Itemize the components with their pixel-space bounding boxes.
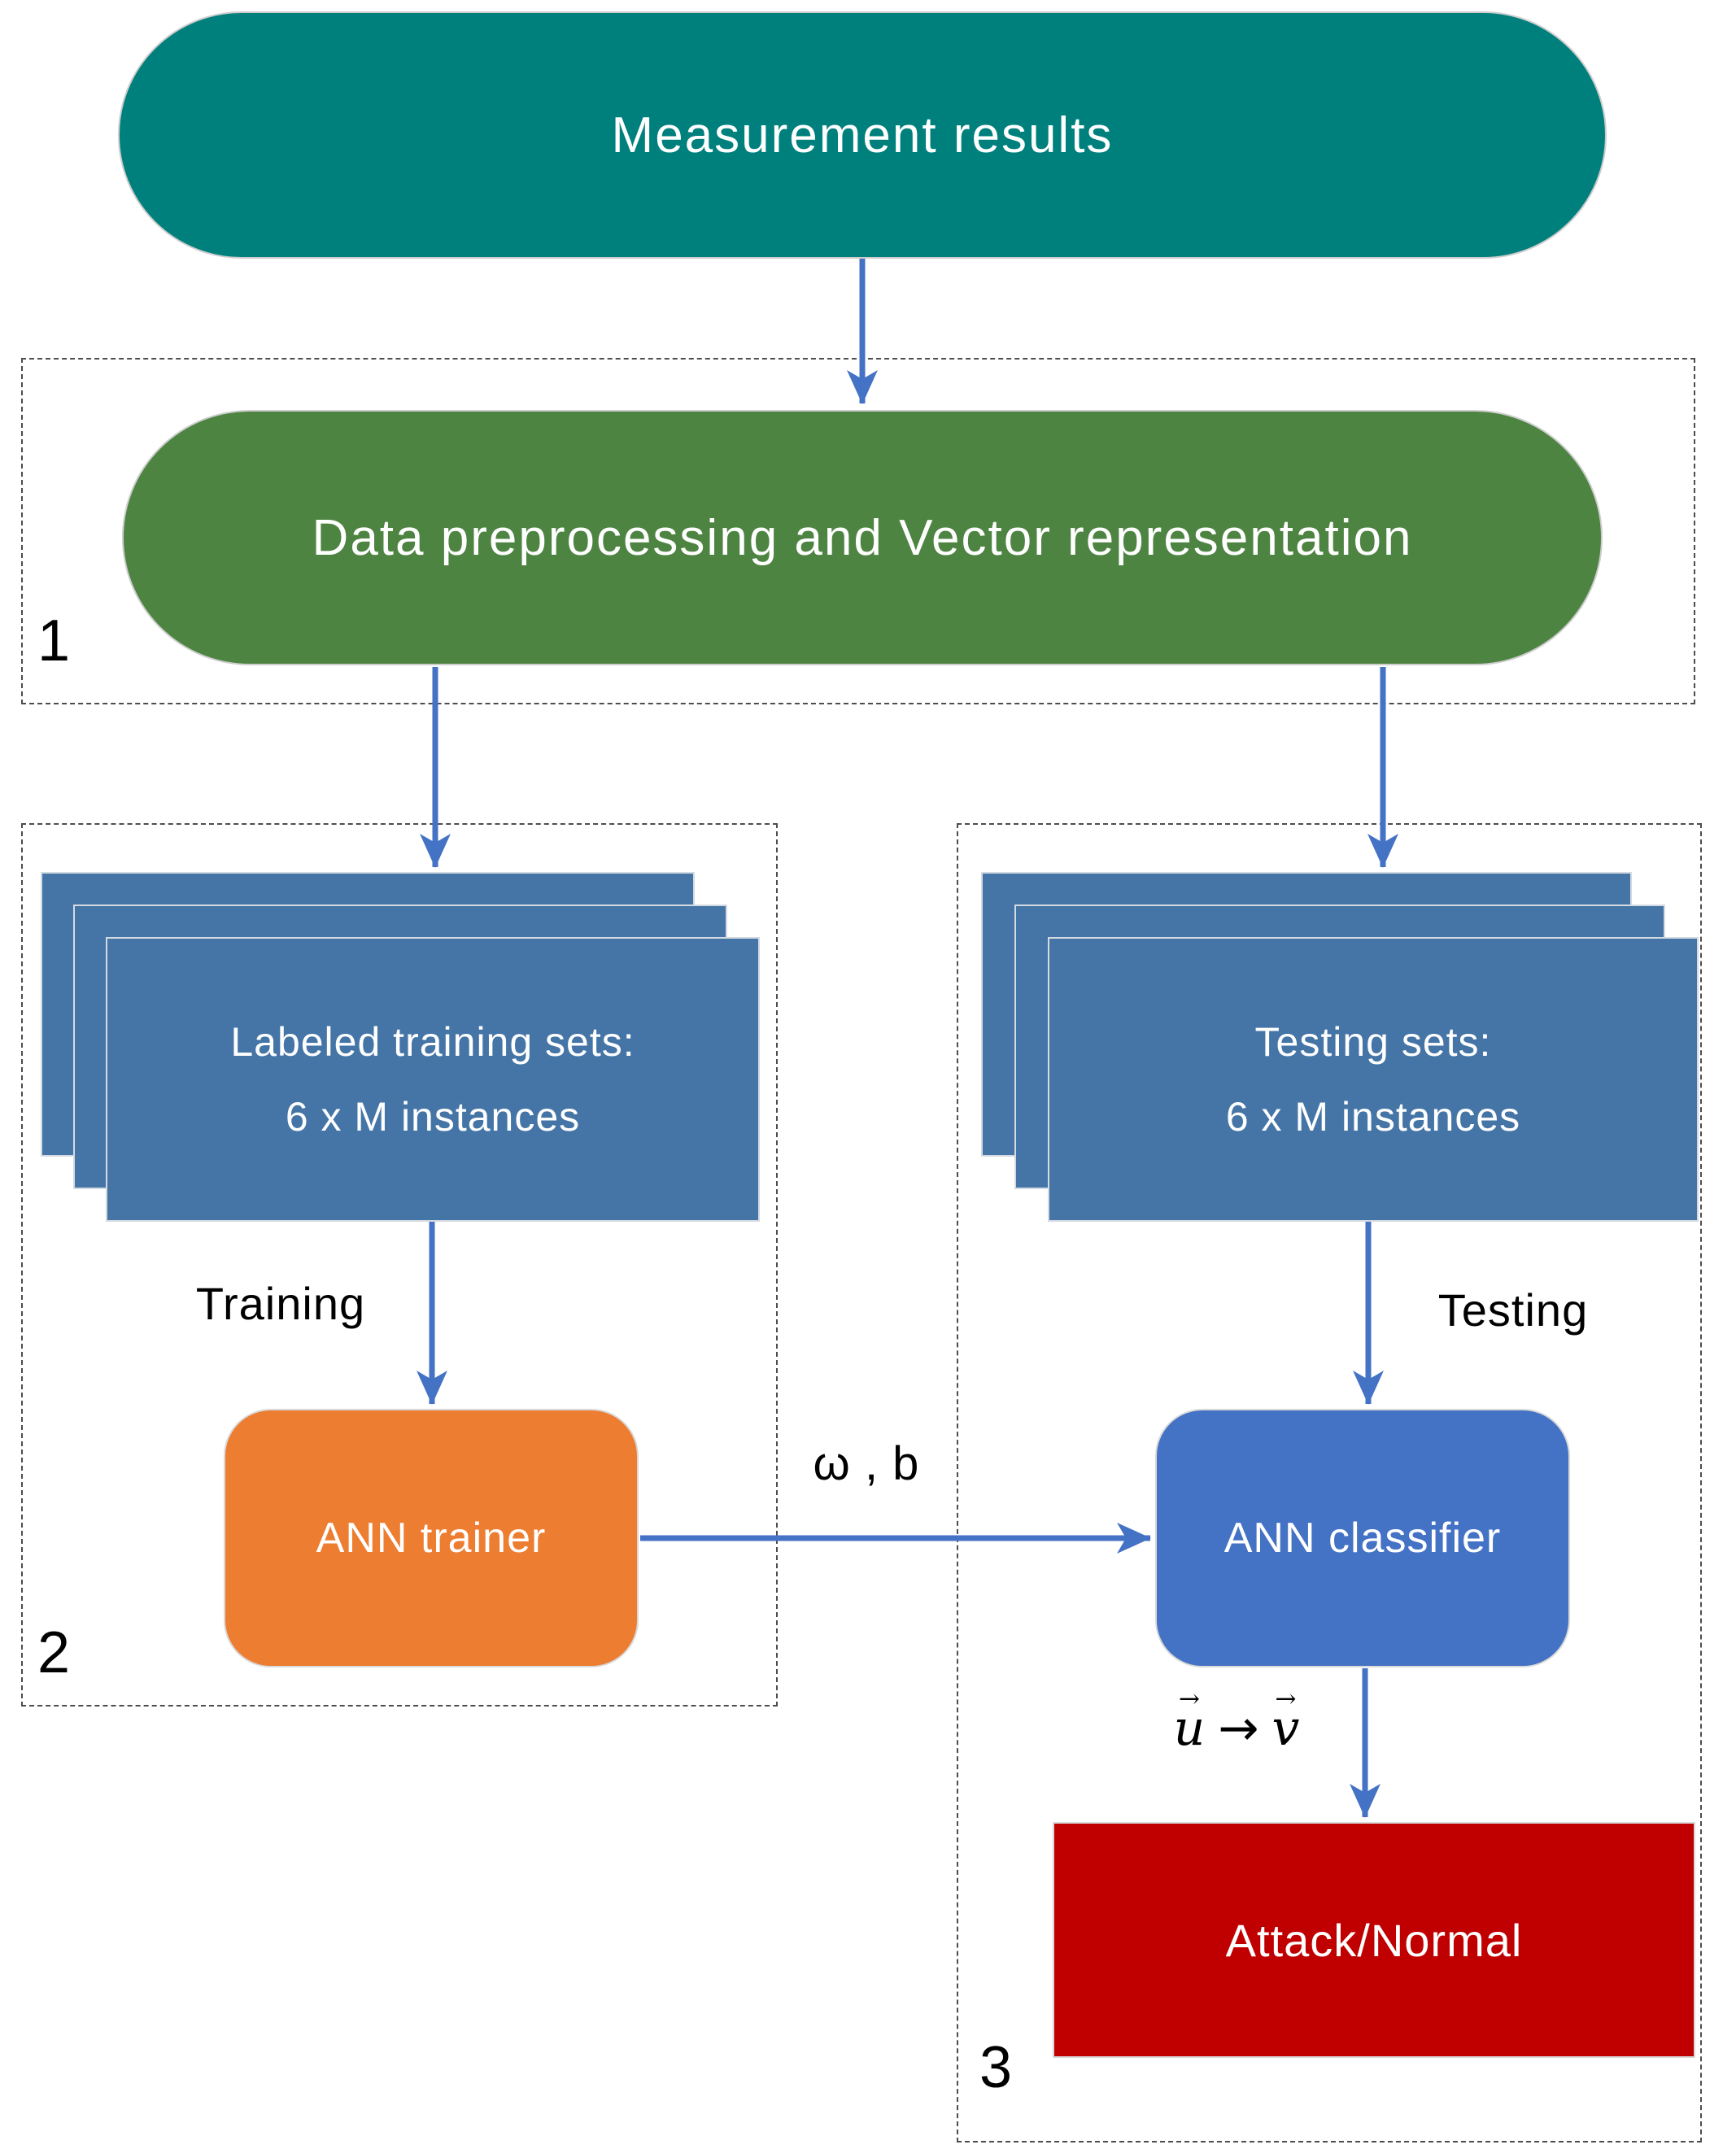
weights-edge-label: ω , b: [813, 1437, 920, 1490]
training-sets-stack-front: [106, 937, 760, 1222]
stage2-region: [21, 823, 778, 1707]
stage2-number: 2: [37, 1620, 71, 1685]
training-sets-text: Labeled training sets: 6 x M instances: [106, 937, 760, 1222]
ann-classifier-node: ANN classifier: [1155, 1409, 1570, 1667]
training-edge-label: Training: [195, 1278, 366, 1329]
training-sets-line1: Labeled training sets:: [230, 1018, 635, 1065]
stage3-number: 3: [979, 2035, 1013, 2100]
testing-sets-line2: 6 x M instances: [1225, 1094, 1521, 1140]
stage3-region: [957, 823, 1702, 2142]
preprocessing-node: Data preprocessing and Vector representa…: [122, 410, 1603, 665]
maps-to-arrow: →: [1218, 1700, 1259, 1757]
training-sets-line2: 6 x M instances: [285, 1094, 581, 1140]
stage1-number: 1: [37, 608, 71, 673]
output-label: Attack/Normal: [1225, 1914, 1523, 1966]
preprocessing-label: Data preprocessing and Vector representa…: [312, 509, 1413, 566]
vector-v: v: [1271, 1685, 1302, 1757]
vector-u: u: [1172, 1685, 1207, 1757]
testing-sets-line1: Testing sets:: [1254, 1018, 1492, 1065]
testing-sets-stack-front: [1048, 937, 1699, 1222]
measurement-results-node: Measurement results: [118, 11, 1607, 259]
output-node: Attack/Normal: [1053, 1822, 1695, 2058]
measurement-results-label: Measurement results: [611, 107, 1114, 163]
testing-edge-label: Testing: [1437, 1284, 1589, 1336]
vector-mapping-label: u→v: [1082, 1685, 1391, 1757]
ann-classifier-label: ANN classifier: [1223, 1515, 1502, 1562]
testing-sets-text: Testing sets: 6 x M instances: [1048, 937, 1699, 1222]
ann-trainer-label: ANN trainer: [316, 1515, 547, 1562]
ann-trainer-node: ANN trainer: [224, 1409, 639, 1667]
stage1-region: [21, 358, 1695, 704]
